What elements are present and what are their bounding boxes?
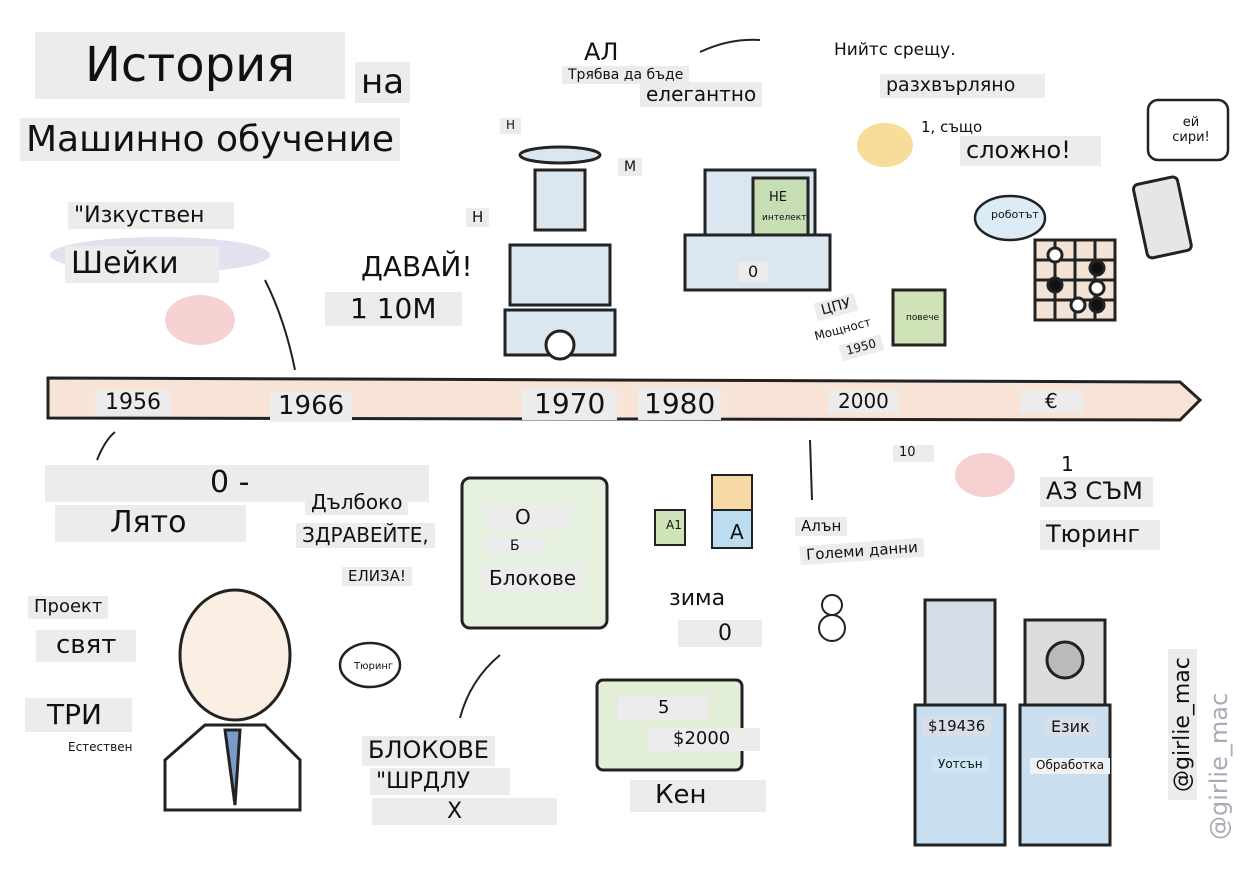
jeopardy-podiums xyxy=(913,598,1112,847)
turing-bubble xyxy=(338,641,402,689)
year-1980: 1980 xyxy=(638,387,722,421)
signature-watermark: @girlie_mac xyxy=(1205,692,1233,840)
speech-bubble xyxy=(973,194,1047,242)
note-eliza: ЕЛИЗА! xyxy=(342,567,412,587)
arrow xyxy=(264,279,296,371)
robot-label-1: Н xyxy=(500,118,522,134)
year-2000: 2000 xyxy=(828,390,899,413)
robot-label-3: Н xyxy=(466,208,490,228)
note-project: Проект xyxy=(28,596,109,619)
note-deep: Дълбоко xyxy=(305,490,409,515)
robot-bubble-text: роботът xyxy=(991,208,1039,221)
note-blocks-caps: БЛОКОВЕ xyxy=(362,736,495,766)
cube-label-1: A1 xyxy=(666,518,682,532)
portrait-illustration xyxy=(163,588,302,812)
brain-icon xyxy=(165,295,235,345)
note-ten: 10 xyxy=(893,445,934,462)
computer-icon xyxy=(683,168,832,292)
brain-icon-2 xyxy=(955,453,1015,497)
watson-score: $19436 xyxy=(922,717,992,737)
note-three: ТРИ xyxy=(25,698,132,733)
blocks-label: Блокове xyxy=(483,566,583,591)
note-summer: Лято xyxy=(55,505,247,542)
year-1970: 1970 xyxy=(522,387,618,421)
note-winter: зима xyxy=(669,586,726,611)
note-complex: сложно! xyxy=(960,136,1101,166)
signature: @girlie_mac xyxy=(1168,649,1197,800)
note-one: 1 xyxy=(1061,452,1074,476)
computer-base-text: 0 xyxy=(738,262,769,283)
blocks-b: Б xyxy=(485,537,545,556)
note-elegant: елегантно xyxy=(640,82,763,107)
phone-icon xyxy=(1132,175,1193,260)
screen-text-bottom: интелект xyxy=(762,213,807,223)
year-1966: 1966 xyxy=(270,391,353,422)
robot-label-2: М xyxy=(618,158,643,177)
cube-label-2: A xyxy=(730,520,744,544)
note-winter-zero: 0 xyxy=(678,620,762,648)
note-shrdlu: "ШРДЛУ xyxy=(370,768,511,796)
note-five: 5 xyxy=(618,697,710,720)
note-amount: $2000 xyxy=(648,728,761,751)
snowman-icon xyxy=(818,594,846,642)
year-1956: 1956 xyxy=(95,390,171,416)
watson-label: Уотсън xyxy=(932,757,989,773)
turing-bubble-text: Тюринг xyxy=(354,661,394,672)
screen-text-top: НЕ xyxy=(769,190,787,205)
cpu-chip-text: повече xyxy=(906,313,940,323)
worried-face-icon xyxy=(857,123,913,167)
note-hello: ЗДРАВЕЙТЕ, xyxy=(296,523,435,548)
note-neats-vs: Нийтс срещу. xyxy=(834,40,956,60)
blocks-o: О xyxy=(485,505,571,530)
note-alan: Алън xyxy=(795,517,848,537)
note-x: Х xyxy=(372,798,558,826)
note-also: 1, също xyxy=(921,118,983,136)
year-euro: € xyxy=(1020,390,1083,413)
note-artificial: "Изкуствен xyxy=(68,202,235,230)
note-al: АЛ xyxy=(584,38,619,66)
note-world: свят xyxy=(36,630,137,662)
go-board-icon xyxy=(1033,238,1117,322)
shakey-robot-icon xyxy=(503,145,617,361)
title-machine-learning: Машинно обучение xyxy=(20,118,401,162)
title-of: на xyxy=(355,62,411,104)
note-10m: 1 10М xyxy=(325,292,462,327)
processing-label: Обработка xyxy=(1030,758,1111,774)
note-ken: Кен xyxy=(630,780,767,812)
note-shakey: Шейки xyxy=(65,246,219,283)
language-label: Език xyxy=(1045,717,1096,738)
money-box xyxy=(595,678,744,772)
title-history: История xyxy=(35,32,346,100)
hey-siri-text: ей сири! xyxy=(1172,115,1210,145)
note-must-be: Трябва да бъде xyxy=(562,66,690,85)
note-go: ДАВАЙ! xyxy=(361,250,473,283)
cpu-chip-icon xyxy=(891,288,947,347)
note-i-am: АЗ СЪМ xyxy=(1040,477,1153,507)
note-turing: Тюринг xyxy=(1040,520,1160,550)
note-scruffy: разхвърляно xyxy=(880,74,1046,98)
siri-bubble xyxy=(1146,98,1230,162)
cube-icon xyxy=(654,509,686,546)
cube-icon-2 xyxy=(711,509,753,549)
note-natural: Естествен xyxy=(68,740,133,754)
